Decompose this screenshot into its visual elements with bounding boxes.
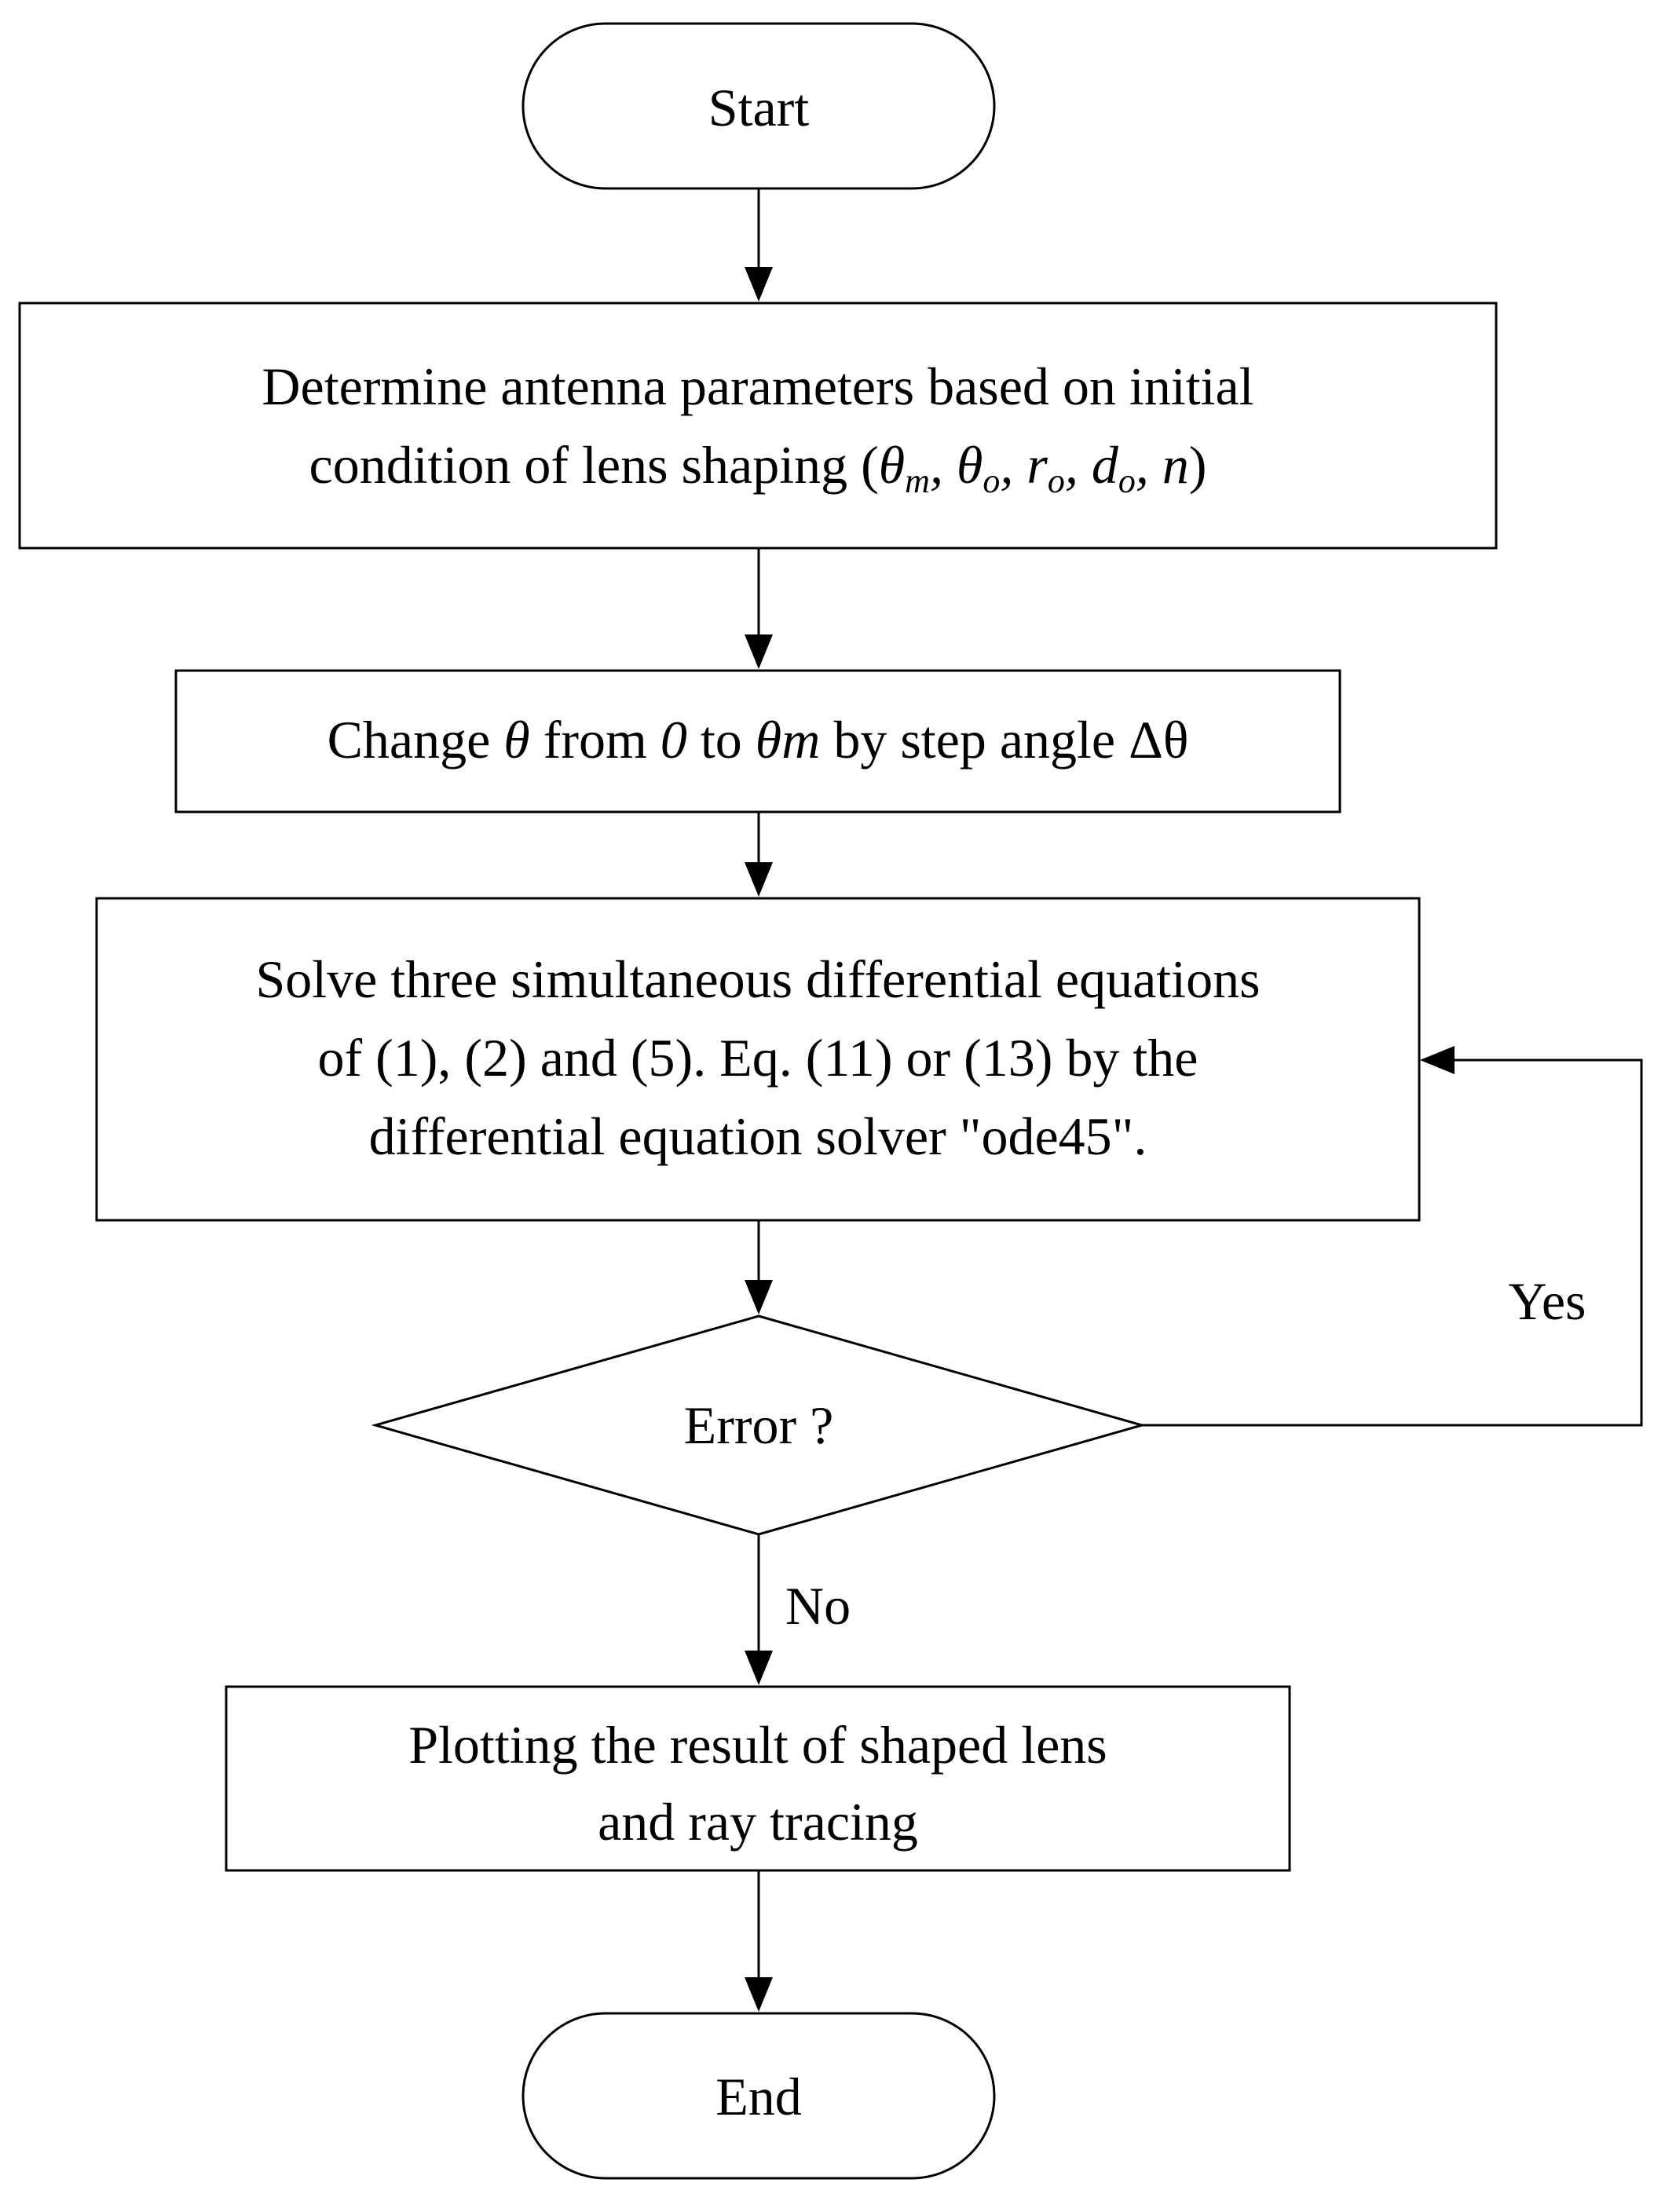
arrow-plot-to-end [745,1870,773,2012]
end-node: End [521,2012,996,2180]
start-label: Start [708,78,810,137]
arrow-determine-to-change [745,548,773,669]
arrow-solve-to-error [745,1220,773,1314]
error-label: Error ? [684,1395,834,1455]
arrow-start-to-determine [745,188,773,302]
plot-result-node: Plotting the result of shaped lens and r… [225,1685,1291,1872]
change-theta-label: Change θ from 0 to θm by step angle Δθ [328,710,1189,770]
solve-line-2: of (1), (2) and (5). Eq. (11) or (13) by… [317,1028,1198,1088]
determine-line-1: Determine antenna parameters based on in… [262,356,1253,416]
arrow-no-to-plot [745,1534,773,1685]
start-node: Start [521,22,996,190]
determine-line-2: condition of lens shaping (θm, θo, ro, d… [309,435,1207,500]
solve-line-3: differential equation solver "ode45". [369,1106,1147,1166]
plot-line-1: Plotting the result of shaped lens [408,1715,1107,1775]
arrow-change-to-solve [745,812,773,897]
determine-parameters-node: Determine antenna parameters based on in… [18,302,1498,550]
solve-line-1: Solve three simultaneous differential eq… [255,949,1260,1009]
yes-label: Yes [1509,1271,1586,1331]
error-decision-node: Error ? [371,1314,1147,1536]
change-theta-node: Change θ from 0 to θm by step angle Δθ [174,669,1341,814]
plot-line-2: and ray tracing [598,1792,918,1852]
solve-equations-node: Solve three simultaneous differential eq… [95,897,1421,1222]
arrow-yes-loop-to-solve [1142,1046,1643,1427]
no-label: No [785,1576,851,1636]
end-label: End [715,2067,802,2126]
